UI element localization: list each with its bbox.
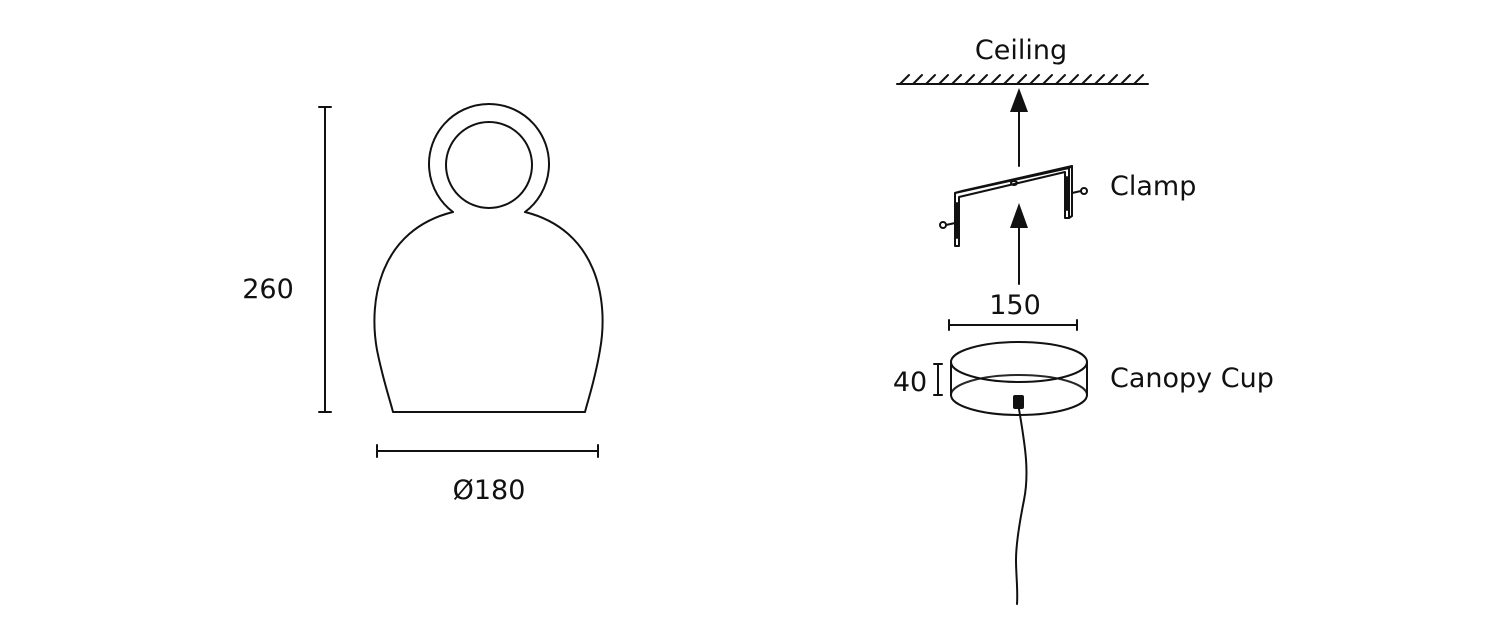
- hatch-stroke: [925, 74, 936, 85]
- hatch-stroke: [990, 74, 1001, 85]
- hatch-stroke: [1068, 74, 1079, 85]
- cord-grip: [1013, 395, 1024, 409]
- lamp-shade: [373, 103, 604, 413]
- clamp-width-label: 150: [989, 290, 1041, 321]
- screw-icon: [939, 187, 1088, 229]
- ceiling: Ceiling: [896, 35, 1149, 85]
- hatch-stroke: [1120, 74, 1131, 85]
- canopy-cup: [950, 341, 1088, 416]
- hatch-stroke: [1081, 74, 1092, 85]
- hatch-stroke: [899, 74, 910, 85]
- hatch-stroke: [1016, 74, 1027, 85]
- hatch-stroke: [977, 74, 988, 85]
- diameter-label: Ø180: [453, 475, 526, 506]
- height-dimension: 260: [242, 106, 332, 413]
- hatch-stroke: [1107, 74, 1118, 85]
- up-arrow-icon: [1010, 203, 1028, 285]
- canopy-height-dimension: 40: [893, 363, 943, 398]
- clamp-label: Clamp: [1110, 171, 1196, 202]
- hatch-stroke: [964, 74, 975, 85]
- hatch-stroke: [1003, 74, 1014, 85]
- clamp: [954, 165, 1073, 247]
- height-label: 260: [242, 274, 294, 305]
- up-arrow-icon: [1010, 88, 1028, 167]
- power-cord: [1015, 408, 1028, 605]
- diameter-dimension: Ø180: [376, 444, 599, 506]
- hatch-stroke: [1055, 74, 1066, 85]
- clamp-width-dimension: 150: [948, 290, 1078, 331]
- hatch-stroke: [1094, 74, 1105, 85]
- hatch-stroke: [951, 74, 962, 85]
- shade-body: [373, 211, 604, 413]
- hatch-stroke: [912, 74, 923, 85]
- hatch-stroke: [1133, 74, 1144, 85]
- ceiling-hatching: [899, 74, 1144, 85]
- canopy-label: Canopy Cup: [1110, 363, 1274, 394]
- hatch-stroke: [1042, 74, 1053, 85]
- hatch-stroke: [938, 74, 949, 85]
- shade-top-hole: [445, 121, 533, 209]
- ceiling-label: Ceiling: [975, 35, 1067, 66]
- hatch-stroke: [1029, 74, 1040, 85]
- shade-top-ring: [428, 103, 550, 213]
- canopy-height-label: 40: [893, 367, 927, 398]
